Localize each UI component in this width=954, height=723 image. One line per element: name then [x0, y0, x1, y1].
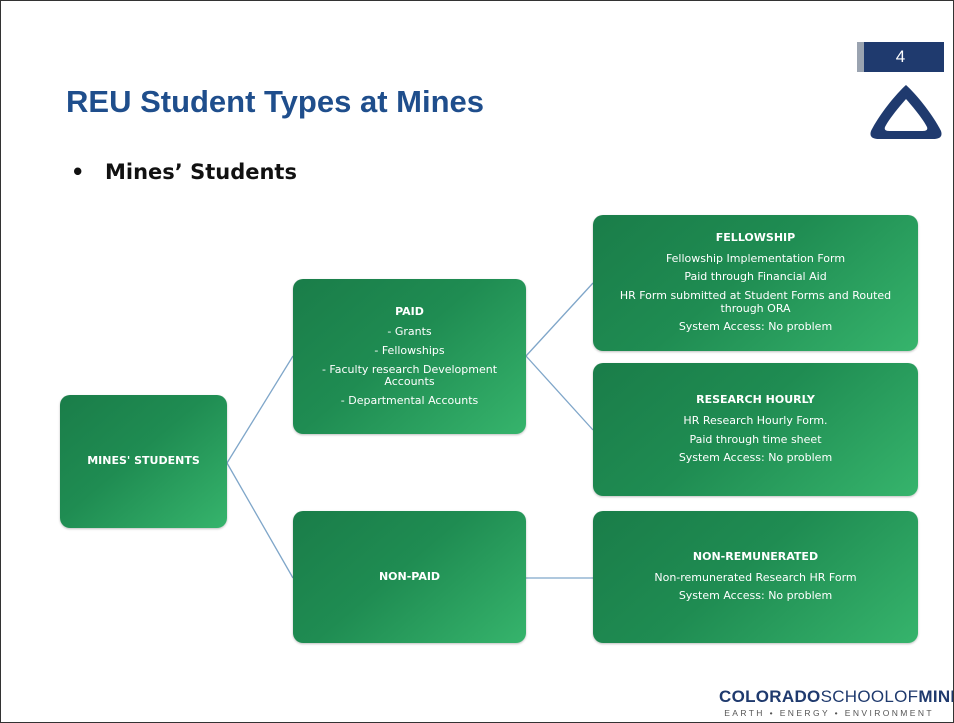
- node-label: NON-REMUNERATED: [692, 550, 819, 564]
- connector-paid-hourly: [525, 355, 594, 431]
- connector-root-paid: [226, 355, 294, 464]
- node-item: HR Research Hourly Form.: [683, 413, 828, 427]
- brand-wordmark: COLORADOSCHOOLOFMINES: [719, 687, 953, 706]
- mines-logo-icon: [870, 85, 942, 139]
- bullet-text: Mines’ Students: [105, 160, 297, 184]
- node-label: FELLOWSHIP: [715, 231, 796, 245]
- node-research-hourly: RESEARCH HOURLY HR Research Hourly Form.…: [593, 363, 918, 496]
- connector-root-nonpaid: [226, 462, 294, 579]
- node-item: Non-remunerated Research HR Form: [654, 570, 857, 584]
- node-label: PAID: [395, 304, 424, 318]
- node-item: System Access: No problem: [678, 451, 833, 465]
- bullet-dot: •: [71, 160, 85, 184]
- node-item: Paid through time sheet: [689, 432, 822, 446]
- node-item: HR Form submitted at Student Forms and R…: [619, 289, 892, 315]
- bullet-item: • Mines’ Students: [71, 160, 297, 184]
- slide-title: REU Student Types at Mines: [66, 84, 484, 119]
- node-item: Paid through Financial Aid: [684, 270, 827, 284]
- node-item: System Access: No problem: [678, 589, 833, 603]
- node-label: NON-PAID: [378, 569, 441, 583]
- connector-paid-fellowship: [525, 282, 594, 357]
- node-non-remunerated: NON-REMUNERATED Non-remunerated Research…: [593, 511, 918, 643]
- node-mines-students: MINES' STUDENTS: [60, 395, 227, 528]
- node-item: System Access: No problem: [678, 320, 833, 334]
- node-item: - Grants: [387, 325, 432, 339]
- node-non-paid: NON-PAID: [293, 511, 526, 643]
- node-label: RESEARCH HOURLY: [696, 393, 815, 407]
- node-item: - Departmental Accounts: [340, 393, 479, 407]
- footer-brand: COLORADOSCHOOLOFMINES EARTH • ENERGY • E…: [719, 687, 953, 718]
- node-item: - Fellowships: [374, 343, 445, 357]
- node-item: - Faculty research Development Accounts: [321, 362, 498, 389]
- node-label: MINES' STUDENTS: [87, 454, 200, 468]
- node-paid: PAID - Grants - Fellowships - Faculty re…: [293, 279, 526, 434]
- node-item: Fellowship Implementation Form: [665, 251, 846, 265]
- brand-tagline: EARTH • ENERGY • ENVIRONMENT: [724, 708, 934, 718]
- page-number: 4: [857, 42, 944, 72]
- node-fellowship: FELLOWSHIP Fellowship Implementation For…: [593, 215, 918, 351]
